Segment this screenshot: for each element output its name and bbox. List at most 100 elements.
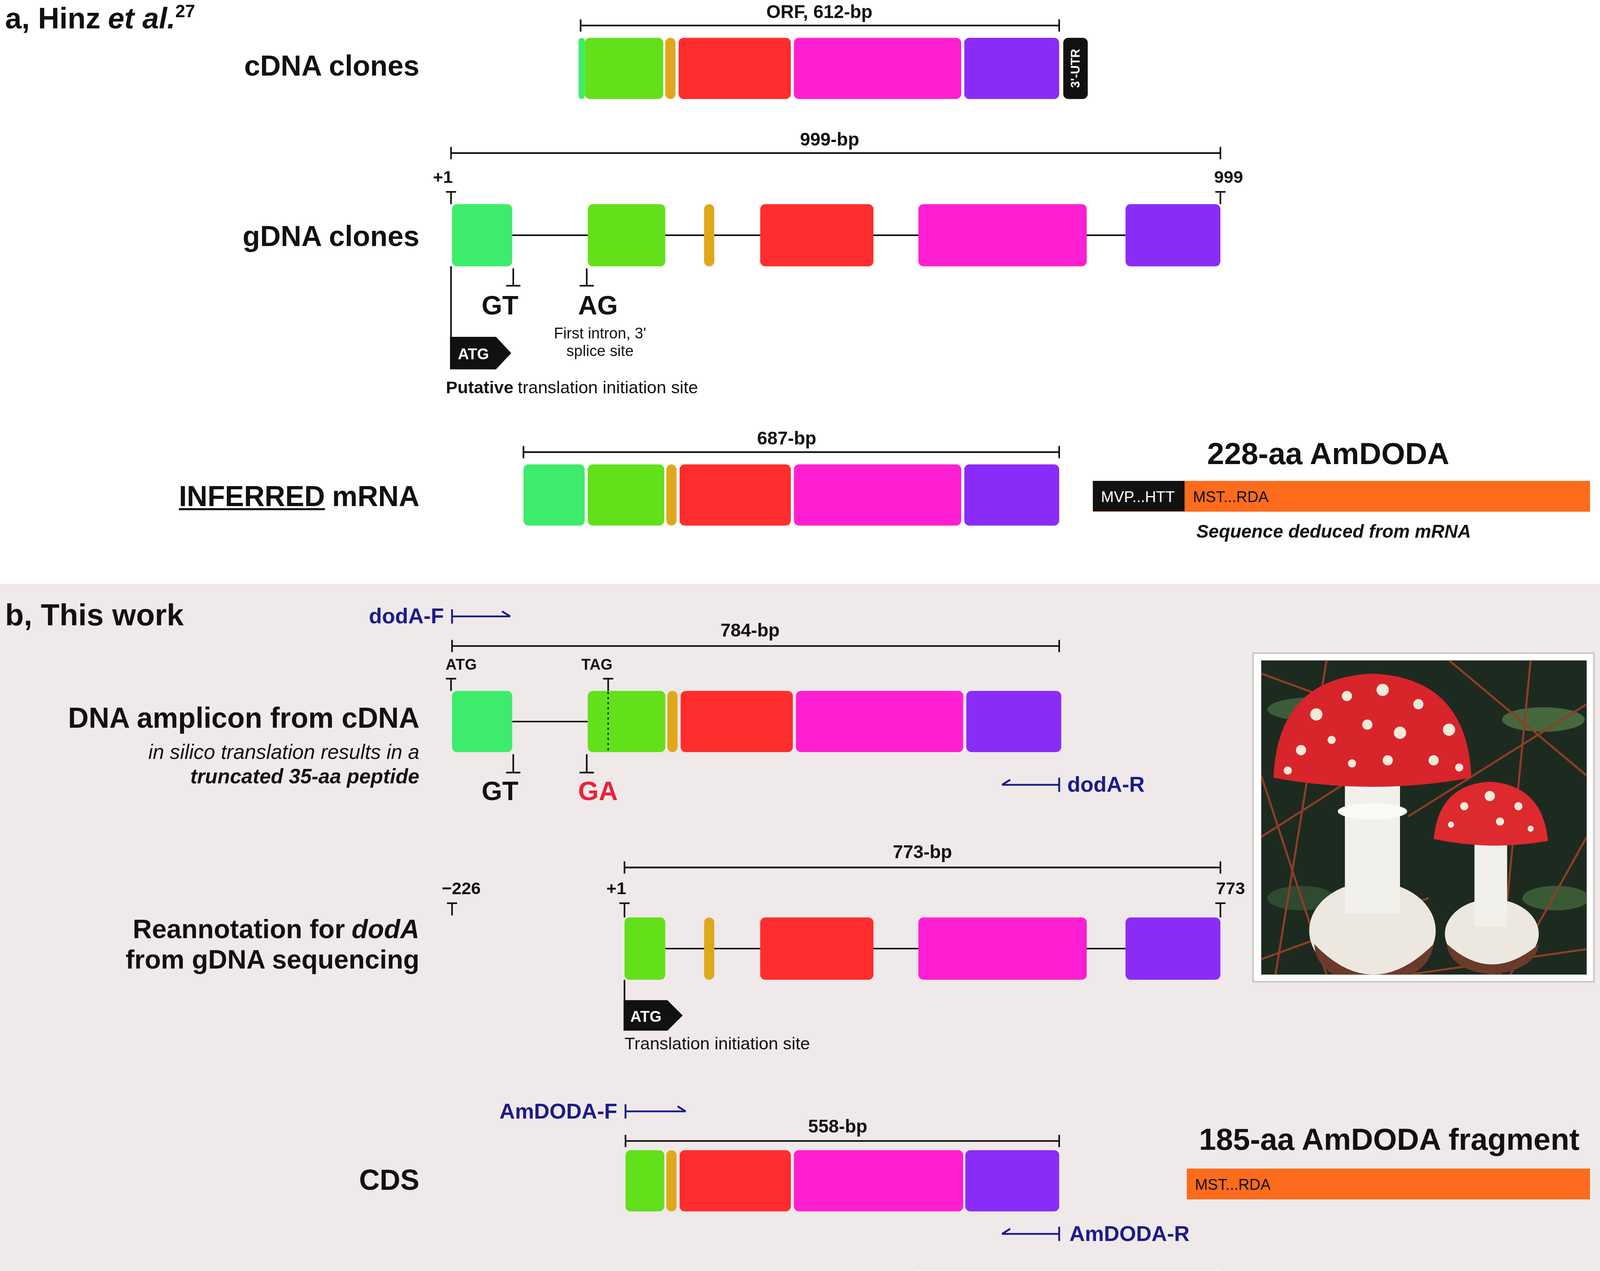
dimension-bracket <box>624 866 1221 868</box>
exon-block <box>704 204 715 267</box>
label-line: GA <box>578 776 618 807</box>
splice-mark <box>579 284 594 287</box>
figure-label: 784-bp <box>720 620 780 641</box>
position-tick <box>450 678 452 691</box>
splice-mark <box>579 771 594 774</box>
exon-block <box>1125 204 1221 267</box>
bracket-tick <box>1219 861 1222 874</box>
mushroom-cap <box>1433 781 1548 846</box>
primer-arrow <box>1002 1232 1060 1235</box>
label-line: Sequence deduced from mRNA <box>1196 521 1471 543</box>
figure-label: translation initiation site <box>517 377 698 397</box>
figure-label: 999-bp <box>800 129 860 150</box>
figure-label: from gDNA sequencing <box>125 944 420 975</box>
label-line: in silico translation results in a <box>148 740 420 764</box>
figure-label: cDNA clones <box>244 50 420 82</box>
exon-block <box>452 690 513 752</box>
label-line: dodA-F <box>368 604 444 629</box>
exon-block <box>625 1150 665 1212</box>
figure-label: a, Hinz <box>5 1 101 35</box>
label-line: First intron, 3' splice site <box>552 324 648 360</box>
exon-block <box>918 204 1087 267</box>
figure-label: 773 <box>1216 878 1245 898</box>
exon-block <box>587 204 666 267</box>
dimension-bracket <box>580 24 1060 27</box>
exon-block <box>667 690 678 752</box>
figure-label: 27 <box>175 1 195 22</box>
exon-block <box>794 464 962 526</box>
exon-block <box>624 917 666 980</box>
cap-spot <box>1376 683 1389 696</box>
splice-mark <box>506 284 521 287</box>
protein-segment: MVP...HTT <box>1092 480 1185 512</box>
exon-block <box>678 37 791 99</box>
bracket-tick <box>1058 446 1060 459</box>
label-line: cDNA clones <box>244 50 420 83</box>
exon-block <box>966 690 1062 752</box>
stop-codon-mark <box>607 692 610 752</box>
figure-label: Translation initiation site <box>624 1034 810 1054</box>
figure-label: −226 <box>441 878 481 898</box>
figure-label: GT <box>481 775 519 807</box>
exon-block <box>666 464 677 526</box>
exon-block <box>679 1150 791 1212</box>
bracket-tick <box>451 639 453 652</box>
label-line: gDNA clones <box>242 220 420 254</box>
label-line: ORF, 612-bp <box>766 1 873 23</box>
figure-label: Putative <box>446 377 514 397</box>
figure-label: gDNA clones <box>242 220 420 252</box>
leaf-shape <box>1522 885 1587 910</box>
exon-block <box>964 37 1060 99</box>
bracket-tick <box>1058 1134 1060 1148</box>
node-text: MVP...HTT <box>1101 487 1175 505</box>
figure-label: dodA-F <box>368 604 444 628</box>
start-codon-arrow: ATG <box>623 1000 683 1031</box>
label-line: 999 <box>1214 167 1243 188</box>
figure-label: GT <box>481 290 519 321</box>
figure-label: AmDODA-F <box>499 1098 618 1123</box>
intron-line <box>512 720 588 723</box>
leaf-shape <box>1502 707 1585 732</box>
primer-arrow <box>1002 783 1060 786</box>
exon-block <box>523 464 585 526</box>
label-line: +1 <box>606 878 626 899</box>
figure-label: TAG <box>581 655 613 673</box>
figure-label: 773-bp <box>892 841 952 862</box>
position-tick <box>623 903 626 918</box>
bracket-tick <box>624 1134 627 1148</box>
cap-spot <box>1442 723 1456 736</box>
label-line: 558-bp <box>808 1116 868 1138</box>
primer-arrow <box>677 1106 686 1112</box>
label-line: 784-bp <box>720 620 780 642</box>
label-line: AmDODA-F <box>499 1098 618 1124</box>
soil-patch <box>1314 944 1434 975</box>
cap-spot <box>1527 825 1534 832</box>
exon-block <box>760 204 874 267</box>
label-line: DNA amplicon from cDNA <box>68 702 420 735</box>
figure-label: in silico translation results in a <box>148 740 420 763</box>
start-codon-arrow: ATG <box>450 336 512 370</box>
bracket-tick <box>1058 19 1060 32</box>
primer-arrow <box>1002 1228 1010 1234</box>
splice-mark <box>512 754 514 773</box>
cap-spot <box>1362 719 1373 730</box>
label-line: 687-bp <box>757 428 817 450</box>
cap-spot <box>1514 802 1523 810</box>
figure-label: dodA <box>351 913 420 944</box>
mushroom-cap <box>1273 673 1472 787</box>
label-line: GT <box>481 776 519 807</box>
exon-block <box>794 37 962 99</box>
cap-spot <box>1496 817 1504 826</box>
label-line: a, Hinzet al.27 <box>5 1 196 36</box>
dimension-bracket <box>452 645 1060 647</box>
protein-bar: MST...RDA <box>1186 1168 1590 1200</box>
primer-arrow <box>452 615 510 618</box>
cap-spot <box>1342 690 1353 702</box>
figure-label: 185-aa AmDODA fragment <box>1198 1122 1580 1156</box>
cap-spot <box>1460 802 1469 810</box>
label-line: AmDODA-R <box>1069 1221 1190 1246</box>
splice-mark <box>512 268 514 286</box>
exon-block <box>452 204 513 267</box>
exon-block <box>587 690 666 752</box>
